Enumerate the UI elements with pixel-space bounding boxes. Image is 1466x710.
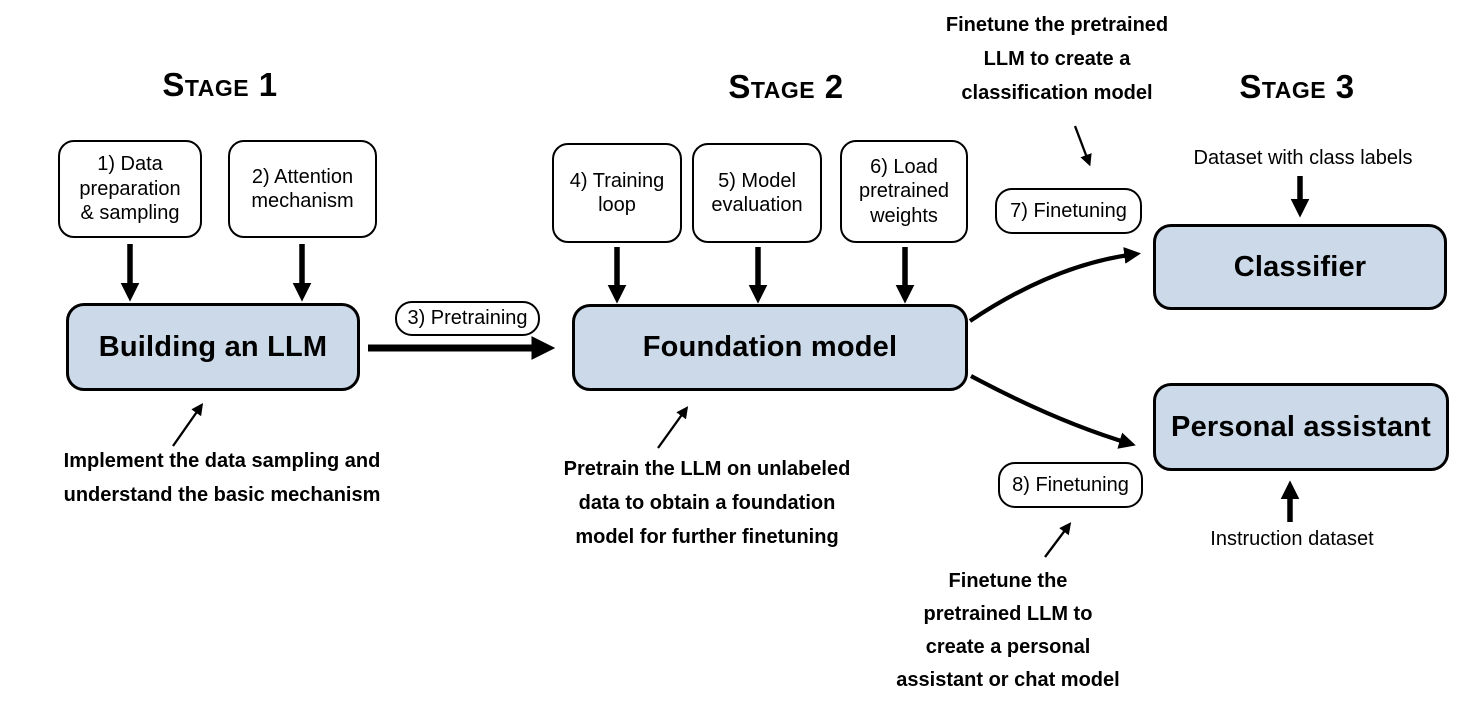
stage2-heading: Stage 2 bbox=[728, 68, 844, 105]
arrow-annotation-to-finetuning8 bbox=[1044, 522, 1072, 558]
node-pretraining-label: 3) Pretraining bbox=[395, 301, 540, 336]
node-building-an-llm: Building an LLM bbox=[66, 303, 360, 391]
node-personal-assistant: Personal assistant bbox=[1153, 383, 1449, 471]
stage3-heading: Stage 3 bbox=[1239, 68, 1355, 105]
node-data-preparation: 1) Data preparation & sampling bbox=[58, 140, 202, 238]
arrow-annotation-to-foundation bbox=[657, 406, 689, 449]
node-finetuning-8: 8) Finetuning bbox=[998, 462, 1143, 508]
arrow-annotation-to-finetuning7 bbox=[1073, 125, 1092, 167]
annotation-finetune-classifier: Finetune the pretrained LLM to create a … bbox=[945, 14, 1169, 104]
arrow-annotation-to-building bbox=[172, 403, 204, 447]
stage1-heading: Stage 1 bbox=[162, 66, 278, 103]
node-classifier: Classifier bbox=[1153, 224, 1447, 310]
label-class-dataset: Dataset with class labels bbox=[1193, 147, 1413, 169]
node-foundation-model: Foundation model bbox=[572, 304, 968, 391]
node-load-pretrained-weights: 6) Load pretrained weights bbox=[840, 140, 968, 243]
node-attention-mechanism: 2) Attention mechanism bbox=[228, 140, 377, 238]
annotation-stage2: Pretrain the LLM on unlabeled data to ob… bbox=[563, 458, 851, 548]
node-finetuning-7: 7) Finetuning bbox=[995, 188, 1142, 234]
annotation-finetune-assistant: Finetune the pretrained LLM to create a … bbox=[896, 570, 1120, 691]
node-training-loop: 4) Training loop bbox=[552, 143, 682, 243]
annotation-stage1: Implement the data sampling and understa… bbox=[63, 450, 381, 506]
arrow-foundation-to-classifier bbox=[968, 247, 1142, 323]
label-instruction-dataset: Instruction dataset bbox=[1210, 528, 1374, 550]
node-model-evaluation: 5) Model evaluation bbox=[692, 143, 822, 243]
arrow-foundation-to-assistant bbox=[970, 374, 1136, 449]
